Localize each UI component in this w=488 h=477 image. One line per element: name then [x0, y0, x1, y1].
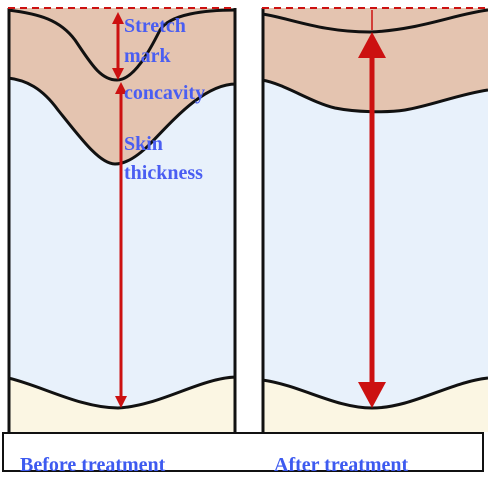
- before-after-skin-diagram: Stretch mark concavity Skin thickness: [0, 0, 488, 432]
- caption-bar: Before treatment After treatment: [2, 432, 484, 472]
- before-treatment-caption: Before treatment: [20, 454, 165, 477]
- concavity-label-line-3: concavity: [124, 82, 205, 104]
- thickness-label-line-2: thickness: [124, 162, 203, 184]
- concavity-label-line-2: mark: [124, 45, 172, 67]
- after-panel: [262, 8, 488, 432]
- thickness-label-line-1: Skin: [124, 133, 163, 155]
- after-treatment-caption: After treatment: [274, 454, 408, 477]
- concavity-label-line-1: Stretch: [124, 15, 186, 37]
